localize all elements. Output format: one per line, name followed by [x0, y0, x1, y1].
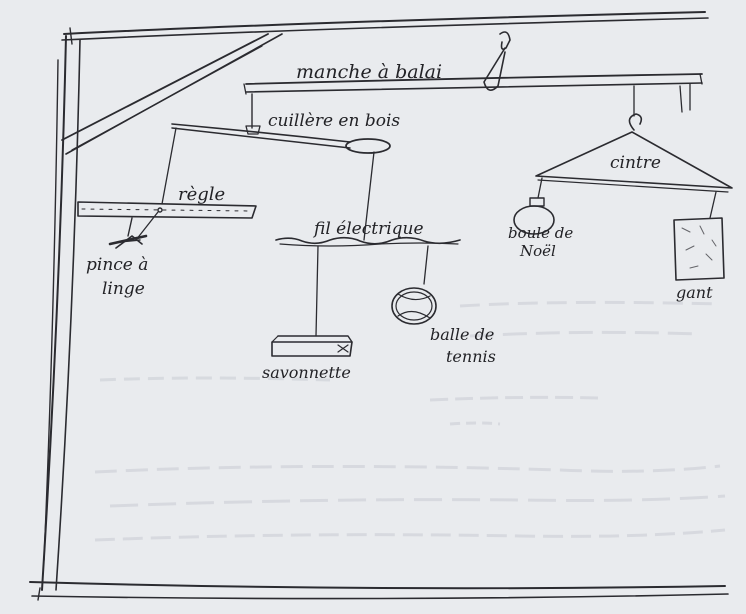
label-ruler: règle: [178, 184, 225, 205]
electric-wire: [275, 151, 461, 247]
label-soap: savonnette: [262, 363, 351, 382]
label-bauble-1: boule de: [508, 224, 573, 242]
frame: [29, 11, 729, 601]
ceiling-hook: [483, 31, 511, 91]
label-bauble-2: Noël: [519, 242, 556, 260]
tennis-ball: [391, 245, 437, 325]
wooden-spoon: [171, 93, 391, 154]
label-spoon: cuillère en bois: [268, 111, 400, 131]
label-broom: manche à balai: [296, 61, 442, 83]
label-ball-2: tennis: [446, 347, 496, 366]
label-wire: fil électrique: [312, 219, 424, 239]
clothespin: [108, 217, 148, 249]
label-hanger: cintre: [610, 153, 661, 173]
coat-hanger: [535, 85, 733, 193]
label-clothespin-1: pince à: [86, 255, 148, 275]
christmas-bauble: [513, 177, 555, 235]
broom-handle: [243, 73, 703, 113]
label-ball-1: balle de: [430, 325, 494, 344]
soap-bar: [271, 245, 353, 357]
bleed-through-text: [94, 300, 726, 542]
ruler: [77, 127, 257, 241]
glove: [673, 191, 725, 281]
label-clothespin-2: linge: [102, 279, 145, 299]
label-glove: gant: [676, 283, 713, 302]
